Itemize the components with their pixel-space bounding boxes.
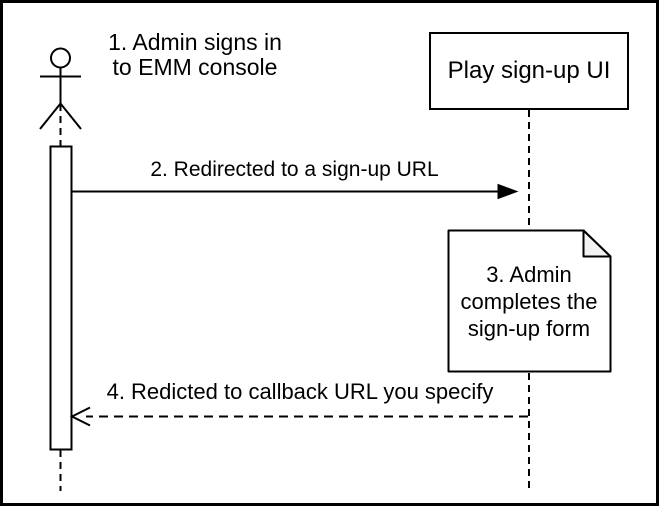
- play-signup-box-label-text: Play sign-up UI: [447, 57, 611, 84]
- note-label-line1: 3. Admin: [486, 261, 572, 287]
- message-2-label: 2. Redirected to a sign-up URL: [72, 158, 517, 182]
- actor-head: [50, 47, 71, 69]
- note-label: 3. Admin completes the sign-up form: [448, 230, 610, 372]
- message-2-label-text: 2. Redirected to a sign-up URL: [150, 158, 439, 181]
- note-fold-icon: [582, 229, 612, 258]
- admin-signin-label-line2: to EMM console: [112, 54, 278, 80]
- actor-leg-right: [59, 102, 82, 130]
- note-label-line3: sign-up form: [467, 315, 591, 341]
- message-4-arrowhead-icon: [69, 406, 91, 427]
- message-4-label-text: 4. Redicted to callback URL you specify: [106, 379, 494, 404]
- play-signup-box: [429, 32, 629, 110]
- note-label-line2: completes the: [460, 288, 598, 314]
- message-4-label: 4. Redicted to callback URL you specify: [72, 379, 528, 405]
- admin-activation-bar: [49, 145, 73, 451]
- note-shape: [447, 229, 612, 373]
- actor-leg-left: [39, 102, 62, 130]
- admin-signin-label: 1. Admin signs in to EMM console: [85, 30, 305, 80]
- admin-signin-label-line1: 1. Admin signs in: [108, 29, 282, 55]
- message-2-arrowhead-icon: [497, 183, 519, 200]
- play-signup-box-label: Play sign-up UI: [430, 33, 628, 109]
- actor-icon: [39, 47, 82, 130]
